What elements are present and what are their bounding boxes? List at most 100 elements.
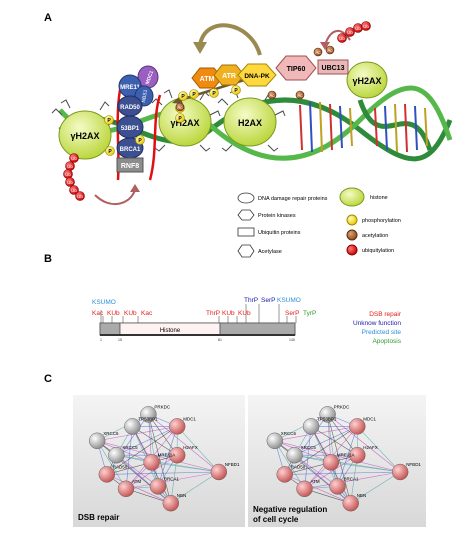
svg-text:TIP60: TIP60 — [287, 66, 306, 73]
network-edge — [294, 454, 351, 504]
phos-mark: P — [175, 113, 185, 123]
h2ax-label-2: γH2AX — [170, 118, 199, 128]
ubiq-mark: Ub — [63, 169, 73, 179]
legend-acet-text: acetylation — [362, 233, 388, 239]
network-edge — [327, 414, 358, 456]
network-node: MDC1 — [349, 416, 377, 435]
network-node-label: PRKDC — [334, 404, 351, 409]
panel-c-label: C — [44, 373, 52, 385]
legend-ubiq-shape — [346, 244, 358, 256]
svg-text:Ub: Ub — [339, 36, 345, 41]
protein-ubc13: UBC13 — [317, 59, 349, 75]
network-node-label: MRE11A — [158, 452, 176, 457]
svg-text:Ub: Ub — [355, 26, 361, 31]
svg-text:Ub: Ub — [77, 194, 83, 199]
network-node-label: MRE11A — [337, 452, 355, 457]
curved-arrow-top — [193, 23, 262, 56]
legend-acetylase-shape — [237, 244, 255, 258]
network-node-label: XRCC6 — [103, 431, 119, 436]
network-edge — [170, 471, 219, 504]
panel-a-legend: DNA damage repair proteins Protein kinas… — [237, 187, 401, 258]
network-node: BRCA1 — [149, 476, 180, 495]
network-node: ATM — [296, 479, 320, 498]
site-label-kac-1: Kac — [92, 310, 104, 317]
svg-text:Ub: Ub — [347, 30, 353, 35]
network-node-label: ATM — [311, 479, 320, 484]
legend-kinase-shape — [237, 209, 255, 221]
phos-mark: P — [209, 88, 219, 98]
network-node-label: MDC1 — [183, 416, 196, 421]
phos-mark: P — [105, 146, 115, 156]
network-node: ATM — [117, 479, 141, 498]
network-node-label: NBN — [357, 493, 367, 498]
legend-dsb-repair: DSB repair — [369, 311, 402, 318]
network-node: H2AFX — [168, 445, 198, 464]
panel-b-ticks: 1 15 81 140 — [100, 338, 295, 342]
svg-text:Ac: Ac — [297, 93, 303, 98]
svg-text:P: P — [234, 88, 238, 94]
site-label-serp-2: SerP — [285, 310, 299, 317]
svg-text:MDC1: MDC1 — [145, 70, 156, 86]
panel-b-protein-bar: Histone — [99, 322, 296, 336]
nucleosome-4: γH2AX — [346, 61, 388, 99]
nucleosome-1: γH2AX — [58, 110, 112, 160]
svg-text:P: P — [181, 94, 185, 100]
h2ax-label-1: γH2AX — [70, 131, 99, 141]
h2ax-label-4: γH2AX — [352, 76, 381, 86]
network-node: NFBD1 — [391, 462, 421, 481]
svg-text:1: 1 — [100, 338, 102, 342]
site-label-ksumo-right: KSUMO — [277, 297, 301, 304]
svg-text:Ac: Ac — [177, 105, 183, 110]
legend-histone-shape — [339, 187, 365, 207]
svg-text:Ac: Ac — [327, 48, 333, 53]
svg-text:Ub: Ub — [67, 180, 73, 185]
svg-text:P: P — [107, 118, 111, 124]
svg-text:NBS1: NBS1 — [141, 89, 149, 103]
network-node-label: BRCA1 — [164, 476, 180, 481]
network-edge — [304, 471, 401, 490]
svg-text:BRCA1: BRCA1 — [120, 147, 141, 153]
network-edge — [327, 414, 351, 504]
ubiq-mark: Ub — [65, 177, 75, 187]
network-node-label: XRCC5 — [301, 445, 317, 450]
network-edge — [304, 454, 358, 490]
network-edge — [176, 426, 220, 473]
network-node: XRCC5 — [108, 445, 138, 464]
acet-mark: Ac — [267, 90, 277, 100]
acet-mark: Ac — [295, 90, 305, 100]
legend-ubiquitin-text: Ubiquitin proteins — [258, 230, 301, 236]
network-node: MDC1 — [168, 416, 196, 435]
network-edge — [116, 454, 171, 504]
site-label-ksumo-left: KSUMO — [92, 299, 116, 306]
phos-mark: P — [189, 89, 199, 99]
svg-text:Ac: Ac — [315, 50, 321, 55]
ubiq-mark: Ub — [69, 153, 79, 163]
legend-phos-text: phosphorylation — [362, 218, 401, 224]
acet-mark: Ac — [313, 47, 323, 57]
legend-predicted-site: Predicted site — [362, 329, 402, 336]
legend-ubiquitin-shape — [237, 227, 255, 237]
network-edge — [274, 426, 358, 442]
network-edge — [148, 414, 219, 473]
histone-domain-label: Histone — [160, 328, 181, 334]
network-edge — [132, 426, 159, 487]
svg-text:ATR: ATR — [222, 73, 236, 80]
ubiq-mark: Ub — [75, 191, 85, 201]
phos-mark: P — [231, 85, 241, 95]
network-edge — [148, 414, 178, 456]
network-node: MRE11A — [143, 452, 176, 471]
network-node: NFBD1 — [210, 462, 240, 481]
network-node: XRCC6 — [266, 431, 297, 450]
nucleosome-2: γH2AX — [158, 97, 212, 147]
network-edge — [310, 426, 338, 487]
network-edge — [284, 414, 328, 475]
svg-text:P: P — [212, 91, 216, 97]
svg-text:DNA-PK: DNA-PK — [244, 73, 270, 80]
network-node-label: XRCC5 — [122, 445, 138, 450]
panel-b-legend: DSB repair Unknow function Predicted sit… — [353, 311, 402, 345]
network-edge — [294, 454, 338, 487]
network-node: TP53BP1 — [302, 416, 337, 435]
network-node-label: TP53BP1 — [138, 416, 158, 421]
network-node-label: NFBD1 — [225, 462, 240, 467]
